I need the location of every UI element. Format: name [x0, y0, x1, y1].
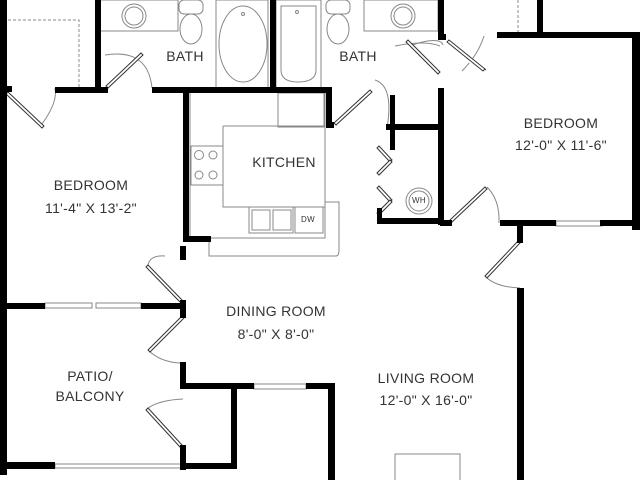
room-label-bedroom-right: BEDROOM: [523, 115, 599, 131]
window: [95, 302, 142, 309]
room-dimensions-dining-room: 8'-0" X 8'-0": [237, 326, 315, 342]
door-patio: [147, 315, 185, 353]
fixtures: [8, 0, 603, 480]
fridge-space: [277, 92, 325, 128]
tub-icon: [280, 5, 317, 83]
door-leaves: [5, 39, 521, 448]
peninsula-counter: [208, 201, 340, 257]
room-label-bath-right: BATH: [339, 48, 377, 64]
door-swing: [484, 275, 521, 289]
toilet-tank-icon: [325, 0, 351, 15]
water-heater-label: WH: [412, 196, 426, 205]
window: [54, 463, 184, 469]
room-dimensions-bedroom-left: 11'-4" X 13'-2": [45, 200, 137, 216]
door-bath-left-2: [333, 89, 373, 126]
door-swing: [41, 87, 56, 125]
hearth: [394, 453, 461, 480]
room-label-balcony: BALCONY: [55, 388, 125, 404]
closet-shelf-left: [8, 19, 80, 88]
door-entry: [484, 240, 521, 279]
window: [44, 302, 93, 309]
room-dimensions-living-room: 12'-0" X 16'-0": [379, 392, 473, 408]
toilet-icon: [179, 13, 203, 45]
dishwasher-label: DW: [301, 215, 315, 224]
toilet-tank-icon: [178, 0, 204, 15]
door-bedroom-right: [449, 186, 488, 223]
sink-icon: [390, 3, 416, 29]
room-label-bath-left: BATH: [166, 48, 204, 64]
window: [555, 220, 603, 227]
window: [253, 383, 307, 390]
room-dimensions-bedroom-right: 12'-0" X 11'-6": [515, 137, 607, 153]
door-swing: [147, 349, 181, 364]
door-bedroom-left-lower: [145, 264, 183, 303]
door-swing: [147, 398, 184, 409]
oval-tub-icon: [218, 5, 268, 83]
room-label-dining-room: DINING ROOM: [226, 303, 326, 319]
room-label-bedroom-left: BEDROOM: [53, 177, 129, 193]
door-bedroom-right-top: [446, 39, 486, 72]
stove-icon: [190, 145, 224, 186]
room-label-living-room: LIVING ROOM: [377, 370, 475, 386]
door-bedroom-left: [5, 91, 45, 129]
sink-double-icon: [248, 206, 294, 234]
dishwasher-icon: [294, 206, 324, 234]
door-storage: [145, 407, 183, 448]
room-label-patio: PATIO/: [67, 368, 113, 384]
door-swing: [486, 186, 500, 224]
door-swing: [147, 255, 166, 266]
door-bath-right: [405, 39, 441, 75]
door-bath-left: [105, 52, 144, 89]
sink-icon: [121, 3, 147, 29]
toilet-icon: [326, 13, 350, 45]
water-heater-icon: [405, 187, 433, 215]
room-label-kitchen: KITCHEN: [252, 154, 316, 170]
door-swing: [461, 35, 485, 72]
